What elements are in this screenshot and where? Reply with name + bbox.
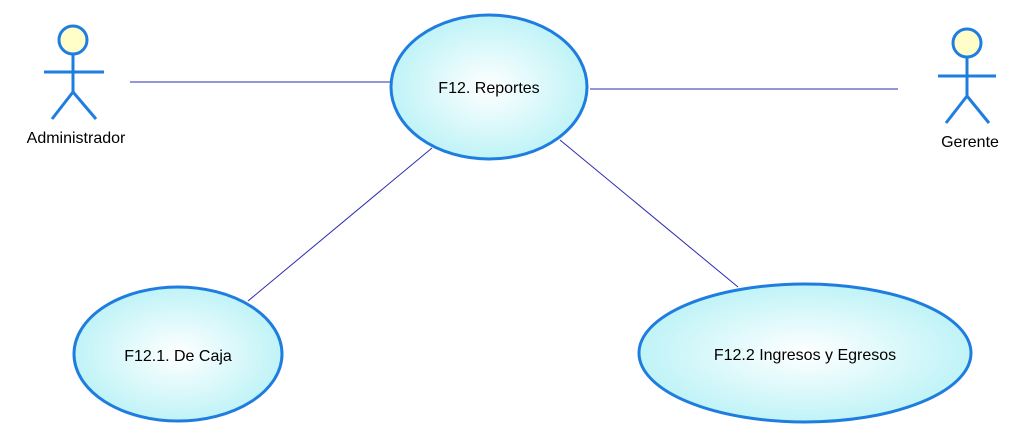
actor-administrador-label: Administrador <box>27 130 126 147</box>
use-case-ingresos-label: F12.2 Ingresos y Egresos <box>714 347 896 364</box>
use-case-caja[interactable]: F12.1. De Caja <box>72 285 284 423</box>
use-case-ingresos[interactable]: F12.2 Ingresos y Egresos <box>637 282 973 424</box>
use-case-caja-ellipse <box>72 285 284 423</box>
actor-administrador-left-leg <box>50 91 75 120</box>
use-case-ingresos-ellipse <box>637 282 973 424</box>
use-case-reportes-ellipse <box>389 13 589 161</box>
actor-gerente-head <box>951 27 983 59</box>
actor-administrador-right-leg <box>71 91 98 120</box>
actor-gerente-right-leg <box>965 95 991 124</box>
use-case-caja-label: F12.1. De Caja <box>124 348 232 365</box>
use-case-reportes-label: F12. Reportes <box>438 80 539 97</box>
association-reportes-caja <box>247 147 433 302</box>
actor-administrador-head <box>57 24 89 56</box>
actor-administrador[interactable]: Administrador <box>27 24 126 147</box>
actor-gerente-label: Gerente <box>941 134 999 151</box>
actor-gerente-left-leg <box>944 95 969 124</box>
actor-gerente[interactable]: Gerente <box>938 27 999 151</box>
association-reportes-ingresos <box>559 139 739 288</box>
use-case-reportes[interactable]: F12. Reportes <box>389 13 589 161</box>
